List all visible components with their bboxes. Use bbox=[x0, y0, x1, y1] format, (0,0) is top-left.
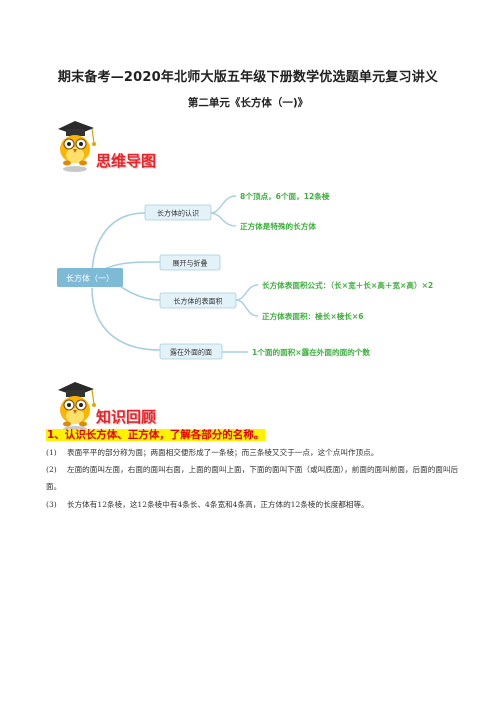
mindmap-leaf: 长方体表面积公式：（长×宽＋长×高＋宽×高）×2 bbox=[262, 280, 433, 290]
paragraph-text: 长方体有12条棱，这12条棱中有4条长、4条宽和4条高，正方体的12条棱的长度都… bbox=[67, 500, 369, 509]
connector-leaf-4 bbox=[235, 299, 259, 317]
mindmap-branch-surface bbox=[159, 292, 237, 309]
mindmap-root-label: 长方体（一） bbox=[66, 273, 114, 283]
mindmap-branch-label: 长方体的表面积 bbox=[174, 297, 223, 306]
paragraph-text: 左面的面叫左面，右面的面叫右面，上面的面叫上面，下面的面叫下面（或叫底面），前面… bbox=[46, 465, 459, 491]
mindmap-branch-exposed bbox=[159, 343, 223, 360]
document-title: 期末备考—2020年北师大版五年级下册数学优选题单元复习讲义 bbox=[57, 70, 439, 85]
mind-map-diagram: 长方体（一） 长方体的认识 展开与折叠 长方体的表面积 露在外面的面 8个顶点，… bbox=[57, 191, 433, 360]
document-subtitle: 第二单元《长方体（一)》 bbox=[187, 97, 309, 109]
mindmap-leaf: 8个顶点，6个面，12条棱 bbox=[240, 191, 330, 201]
connector-leaf-3 bbox=[235, 284, 259, 301]
mindmap-leaf: 1个面的面积×露在外面的面的个数 bbox=[252, 347, 370, 357]
section-title-review: 知识回顾 bbox=[96, 408, 157, 426]
mindmap-branch-label: 露在外面的面 bbox=[170, 348, 212, 357]
section-title-mindmap: 思维导图 bbox=[96, 152, 157, 170]
paragraph-1: (1) 表面平平的部分称为面；两面相交便形成了一条棱；而三条棱又交于一点，这个点叫… bbox=[46, 444, 466, 461]
paragraph-3: (3) 长方体有12条棱，这12条棱中有4条长、4条宽和4条高，正方体的12条棱的… bbox=[46, 496, 466, 513]
connector-root-exposed bbox=[91, 287, 161, 351]
paragraph-number: (2) bbox=[46, 465, 57, 474]
connector-leaf-1 bbox=[209, 195, 237, 214]
paragraph-2: (2)左面的面叫左面，右面的面叫右面，上面的面叫上面，下面的面叫下面（或叫底面）… bbox=[46, 461, 466, 495]
mindmap-leaf: 正方体表面积：棱长×棱长×6 bbox=[262, 311, 364, 321]
paragraph-number: (1) bbox=[46, 448, 57, 457]
paragraph-text: 表面平平的部分称为面；两面相交便形成了一条棱；而三条棱又交于一点，这个点叫作顶点… bbox=[67, 448, 379, 457]
mindmap-branch-unfold bbox=[159, 254, 221, 271]
mindmap-branch-recognition bbox=[144, 204, 212, 221]
mindmap-root-node bbox=[57, 268, 123, 287]
mindmap-branch-label: 长方体的认识 bbox=[157, 209, 199, 218]
highlighted-heading-text: 1、认识长方体、正方体，了解各部分的名称。 bbox=[46, 429, 266, 441]
paragraph-number: (3) bbox=[46, 500, 57, 509]
mindmap-branch-label: 展开与折叠 bbox=[173, 259, 208, 268]
connector-root-recognition bbox=[91, 212, 146, 278]
mascot-owl-icon bbox=[58, 382, 96, 432]
mascot-owl-icon bbox=[58, 121, 96, 172]
mindmap-leaf: 正方体是特殊的长方体 bbox=[240, 221, 316, 231]
review-heading-1: 1、认识长方体、正方体，了解各部分的名称。 bbox=[46, 427, 266, 442]
connector-leaf-2 bbox=[209, 212, 237, 227]
